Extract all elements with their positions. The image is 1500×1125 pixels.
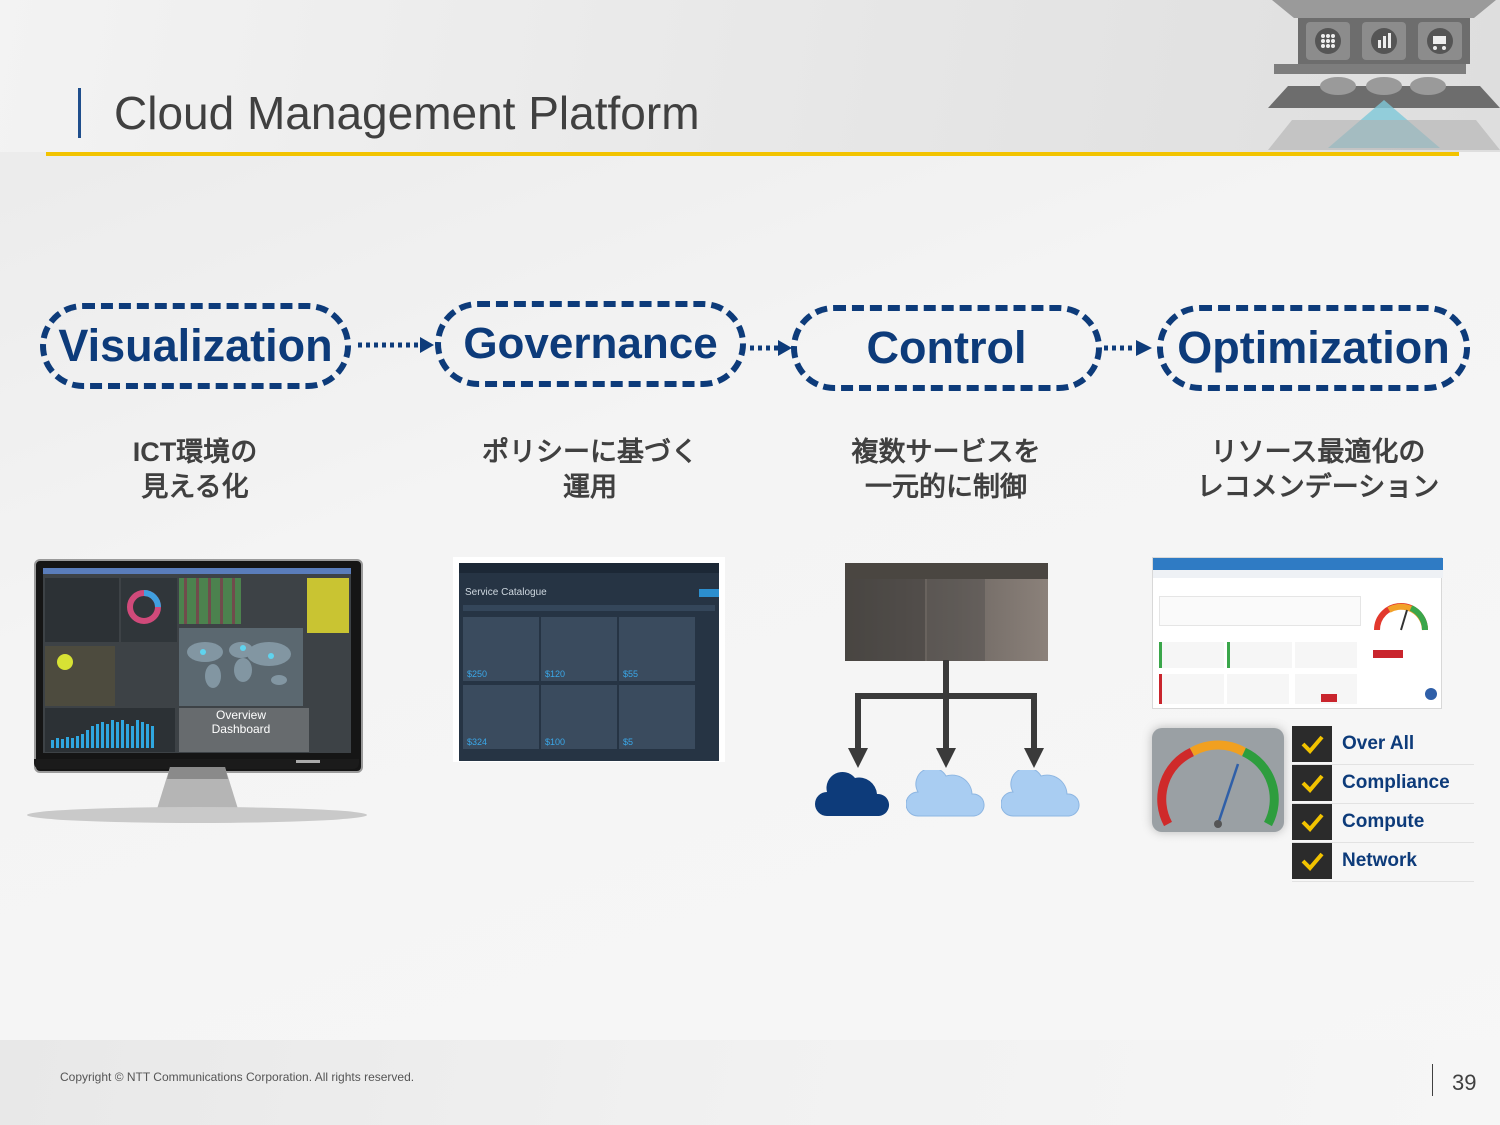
page-title: Cloud Management Platform xyxy=(114,87,700,139)
control-console-screenshot xyxy=(845,563,1048,661)
gauge-image xyxy=(1152,728,1284,832)
stage-governance-desc: ポリシーに基づく 運用 xyxy=(440,435,740,505)
checklist-item: Network xyxy=(1292,843,1474,882)
dashboard-screen: Overview Dashboard xyxy=(43,568,351,753)
desc-line: ICT環境の xyxy=(132,437,258,467)
page-number-divider xyxy=(1432,1064,1433,1096)
catalogue-price: $250 xyxy=(467,669,488,679)
stage-visualization-desc: ICT環境の 見える化 xyxy=(70,435,320,505)
overlay-line: Overview xyxy=(215,708,266,722)
checklist: Over All Compliance Compute Network xyxy=(1292,726,1474,882)
catalogue-price: $120 xyxy=(545,669,566,679)
optimization-dashboard-screenshot xyxy=(1152,557,1443,709)
desc-line: 見える化 xyxy=(141,472,249,502)
cloud-icon-light xyxy=(1001,770,1080,817)
cloud-platform-illustration xyxy=(1268,0,1500,150)
checklist-item: Compliance xyxy=(1292,765,1474,804)
check-icon xyxy=(1292,726,1332,762)
title-accent-bar xyxy=(78,88,81,138)
checklist-item: Compute xyxy=(1292,804,1474,843)
cloud-icon-dark xyxy=(815,771,890,816)
desc-line: レコメンデーション xyxy=(1196,472,1440,502)
checklist-label: Compute xyxy=(1342,811,1425,832)
copyright-text: Copyright © NTT Communications Corporati… xyxy=(60,1070,415,1084)
stage-control-label: Control xyxy=(866,322,1027,373)
catalogue-heading: Service Catalogue xyxy=(465,587,547,598)
title-underline xyxy=(46,152,1459,156)
desc-line: ポリシーに基づく xyxy=(482,437,698,467)
desc-line: 運用 xyxy=(563,472,617,502)
arrow-visualization-to-governance xyxy=(358,337,434,353)
stage-visualization-label: Visualization xyxy=(58,320,333,371)
stage-optimization-pill xyxy=(1157,305,1470,391)
catalogue-price: $55 xyxy=(623,669,639,679)
cloud-icon-light xyxy=(906,770,985,817)
service-catalogue-screenshot: Service Catalogue $250 $120 $55 $324 $10… xyxy=(453,557,725,762)
monitor-image: Overview Dashboard xyxy=(20,555,375,825)
stage-optimization-label: Optimization xyxy=(1177,322,1450,373)
check-icon xyxy=(1292,843,1332,879)
stage-governance-pill xyxy=(435,301,746,387)
stage-visualization-pill xyxy=(40,303,351,389)
control-branch-arrows xyxy=(848,660,1044,768)
check-icon xyxy=(1292,804,1332,840)
desc-line: 一元的に制御 xyxy=(865,472,1027,502)
dashboard-overlay-label: Overview Dashboard xyxy=(191,708,291,736)
stage-optimization-desc: リソース最適化の レコメンデーション xyxy=(1168,435,1468,505)
catalogue-price: $100 xyxy=(545,737,566,747)
catalogue-price: $5 xyxy=(623,737,634,747)
stage-control-desc: 複数サービスを 一元的に制御 xyxy=(800,435,1092,505)
stage-control-pill xyxy=(791,305,1102,391)
checklist-label: Network xyxy=(1342,850,1417,871)
overlay-line: Dashboard xyxy=(211,722,271,736)
desc-line: 複数サービスを xyxy=(851,437,1041,467)
catalogue-price: $324 xyxy=(467,737,488,747)
check-icon xyxy=(1292,765,1332,801)
checklist-item: Over All xyxy=(1292,726,1474,765)
arrow-control-to-optimization xyxy=(1104,340,1152,356)
title-band xyxy=(0,0,1500,152)
footer-band xyxy=(0,1040,1500,1125)
arrow-governance-to-control xyxy=(750,340,792,356)
checklist-label: Over All xyxy=(1342,733,1415,754)
checklist-label: Compliance xyxy=(1342,772,1450,793)
stage-governance-label: Governance xyxy=(463,319,718,368)
desc-line: リソース最適化の xyxy=(1210,437,1426,467)
page-number: 39 xyxy=(1452,1070,1477,1095)
